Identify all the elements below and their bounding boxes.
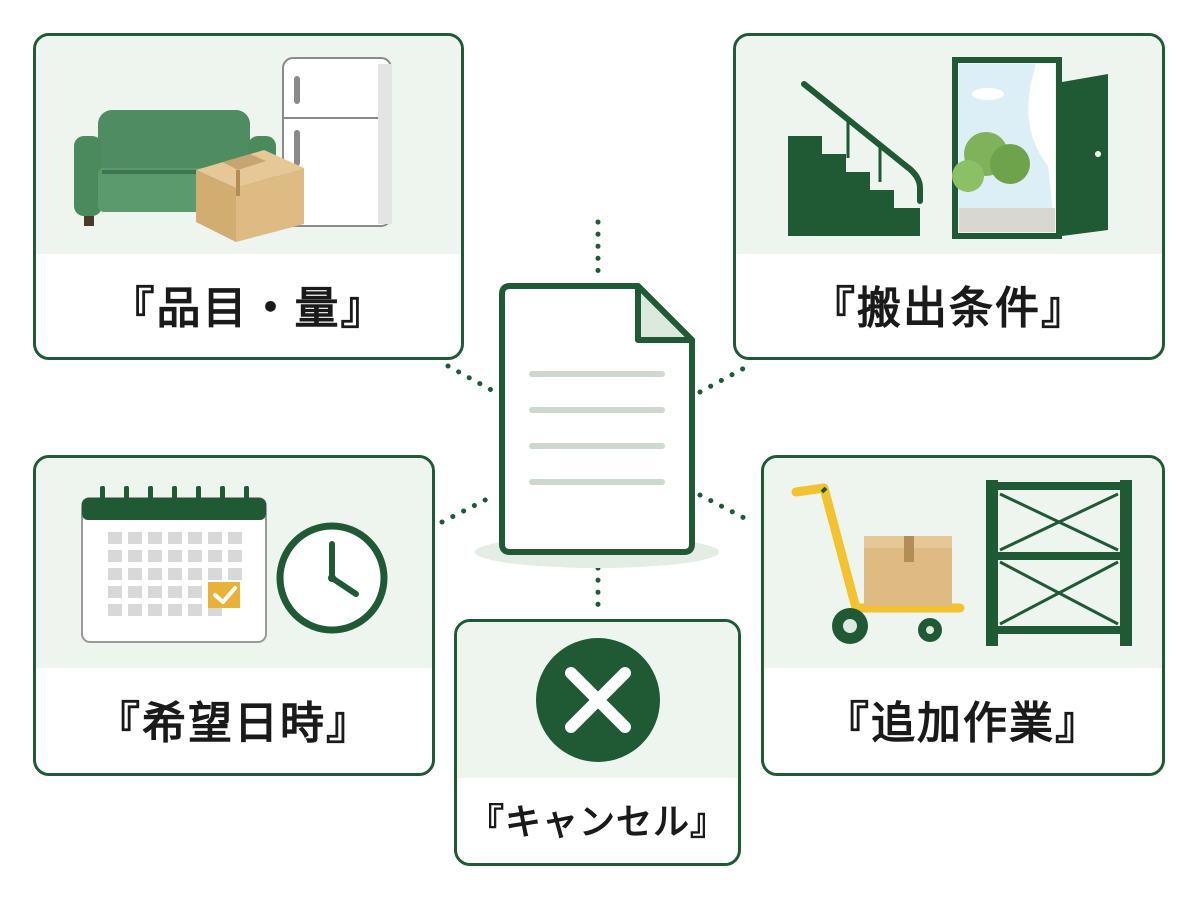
connector-bottom-left	[439, 492, 498, 525]
cancel-illustration	[457, 622, 738, 778]
items-label: 『品目・量』	[110, 283, 387, 334]
open-door-icon	[952, 57, 1108, 239]
work-illustration	[764, 458, 1162, 668]
cardboard-box-icon	[864, 536, 952, 606]
card-items-quantity: 『品目・量』	[33, 33, 464, 360]
conditions-label: 『搬出条件』	[811, 283, 1087, 334]
hand-truck-icon	[791, 483, 965, 644]
card-carry-out-conditions: 『搬出条件』	[733, 33, 1165, 360]
refrigerator-icon	[282, 57, 392, 227]
calendar-icon	[81, 486, 267, 643]
work-label: 『追加作業』	[825, 698, 1101, 749]
items-illustration	[36, 36, 461, 254]
cardboard-box-icon	[196, 150, 304, 242]
conditions-illustration	[736, 36, 1162, 254]
document-icon	[475, 283, 719, 568]
card-additional-work: 『追加作業』	[761, 455, 1165, 776]
card-cancellation: 『キャンセル』	[454, 619, 741, 866]
date-label: 『希望日時』	[96, 698, 372, 749]
stairs-icon	[788, 81, 923, 236]
shelf-rack-icon	[986, 480, 1132, 646]
card-preferred-datetime: 『希望日時』	[33, 455, 435, 776]
clock-icon	[276, 522, 388, 634]
connector-bottom-right	[697, 492, 755, 525]
date-illustration	[36, 458, 432, 668]
cancel-label: 『キャンセル』	[467, 802, 727, 843]
cancel-x-icon	[536, 638, 660, 762]
